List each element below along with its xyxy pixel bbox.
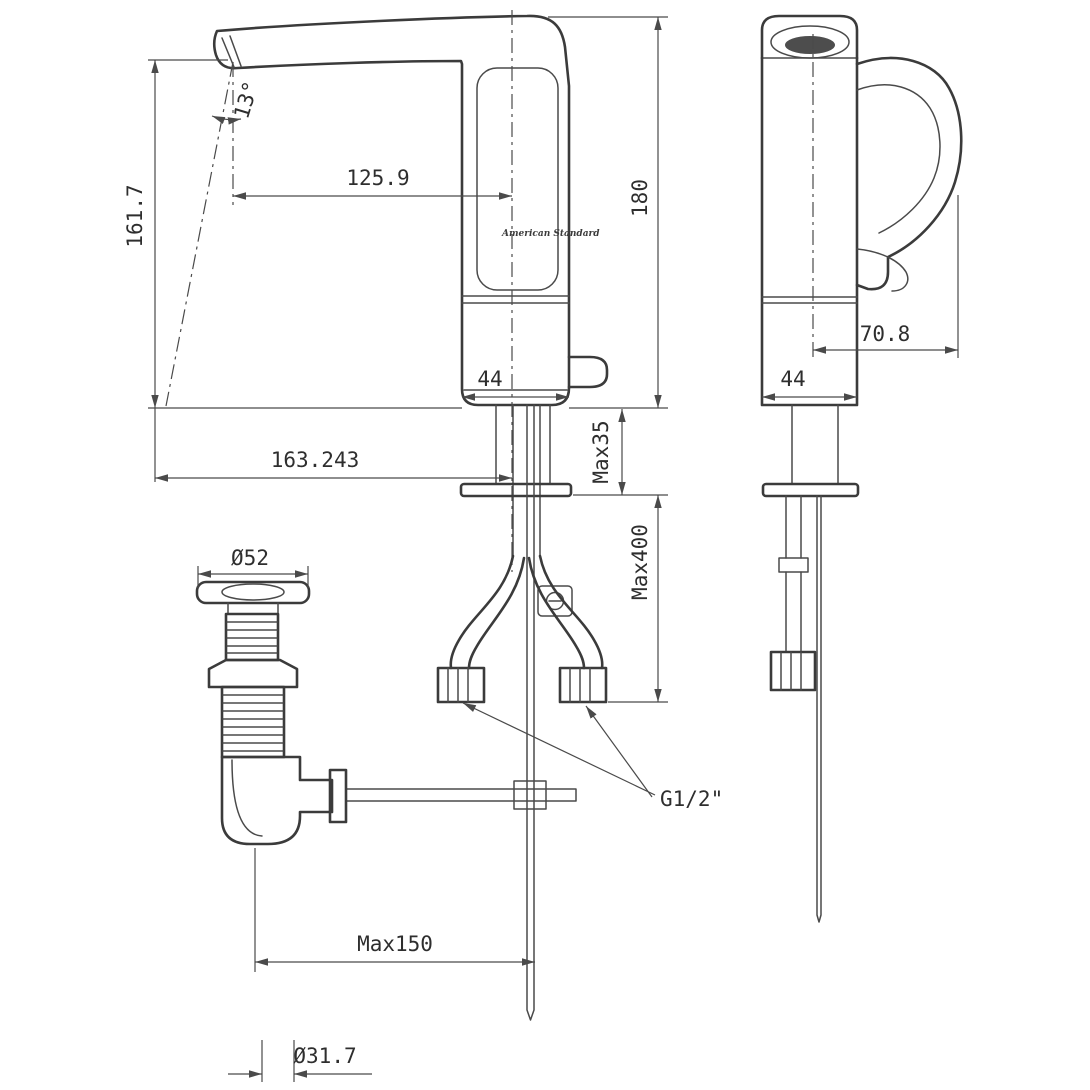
side-joint-lines — [761, 296, 858, 304]
drain-elbow — [220, 755, 334, 846]
spout-opening — [770, 25, 850, 59]
front-view: American Standard 13° — [165, 10, 609, 1021]
side-view — [760, 14, 963, 923]
leader-thread-left — [462, 702, 656, 796]
hose-nut-right — [558, 666, 608, 704]
supply-hose-right — [527, 554, 604, 670]
dim-base-width-front: 44 — [477, 367, 502, 391]
popup-rod — [526, 404, 535, 1021]
pivot-rod-connector — [513, 780, 547, 810]
angle-arc — [211, 115, 242, 125]
dim-spout-reach: 125.9 — [346, 166, 409, 190]
hose-nut-left — [436, 666, 486, 704]
drain-thread-lower — [220, 685, 286, 759]
drain-flange — [195, 580, 311, 605]
faucet-front-outline — [212, 14, 571, 407]
front-dimensions: 161.7 125.9 180 44 Max35 Max400 163.243 … — [123, 16, 723, 1082]
drain-elbow-inner — [231, 759, 263, 837]
drain-locknut — [207, 658, 299, 689]
side-cap — [760, 14, 859, 60]
dim-outlet-dia: Ø31.7 — [293, 1044, 356, 1068]
leader-thread-right — [585, 705, 653, 798]
body-joint-lines — [461, 295, 570, 391]
side-hose-nut-hatch — [780, 651, 802, 691]
side-hose-connector — [778, 557, 809, 573]
dim-rod-travel: Max150 — [357, 932, 433, 956]
dim-deck-max: Max35 — [589, 420, 613, 483]
brand-logo: American Standard — [501, 229, 600, 239]
dim-total-height: 180 — [628, 179, 652, 217]
drain-assembly — [195, 580, 348, 846]
dim-flange-dia: Ø52 — [231, 546, 269, 570]
drain-thread-upper-lines — [226, 621, 278, 654]
ext-outlet-dia — [261, 1040, 295, 1082]
side-shank — [791, 404, 839, 485]
side-washer — [761, 482, 860, 498]
dim-base-width-side: 44 — [780, 367, 805, 391]
spout-tilt-centerline — [165, 61, 234, 407]
side-dimensions: 70.8 44 — [762, 195, 959, 401]
side-hose-nut — [769, 650, 817, 692]
mounting-washer — [459, 482, 573, 498]
pivot-rod — [345, 788, 577, 802]
supply-hose-left — [449, 554, 526, 670]
body-face-panel — [476, 67, 559, 291]
side-body — [760, 56, 859, 407]
temperature-lever — [567, 355, 609, 389]
side-hose-lower — [785, 571, 802, 653]
aerator-detail — [221, 35, 242, 68]
spout-aerator-dark — [785, 36, 835, 54]
side-hose-upper — [785, 495, 802, 559]
dim-hose-thread: G1/2" — [660, 787, 723, 811]
shank-lines — [495, 404, 551, 557]
dim-spout-height: 161.7 — [123, 184, 147, 247]
drain-thread-lower-lines — [222, 694, 284, 752]
hose-nut-left-hatch — [447, 667, 469, 703]
dim-overall-width: 163.243 — [271, 448, 360, 472]
drain-outlet-collar — [328, 768, 348, 824]
hose-nut-right-hatch — [569, 667, 591, 703]
side-handle-inner — [856, 84, 941, 234]
dim-angle: 13° — [229, 78, 263, 121]
side-lever-detail — [856, 248, 909, 292]
dim-hose-max: Max400 — [628, 524, 652, 600]
side-handle — [855, 56, 963, 291]
drain-dome-cap — [221, 583, 285, 601]
side-popup-rod — [816, 495, 822, 923]
drain-neck — [227, 602, 279, 615]
dim-handle-reach: 70.8 — [860, 322, 911, 346]
